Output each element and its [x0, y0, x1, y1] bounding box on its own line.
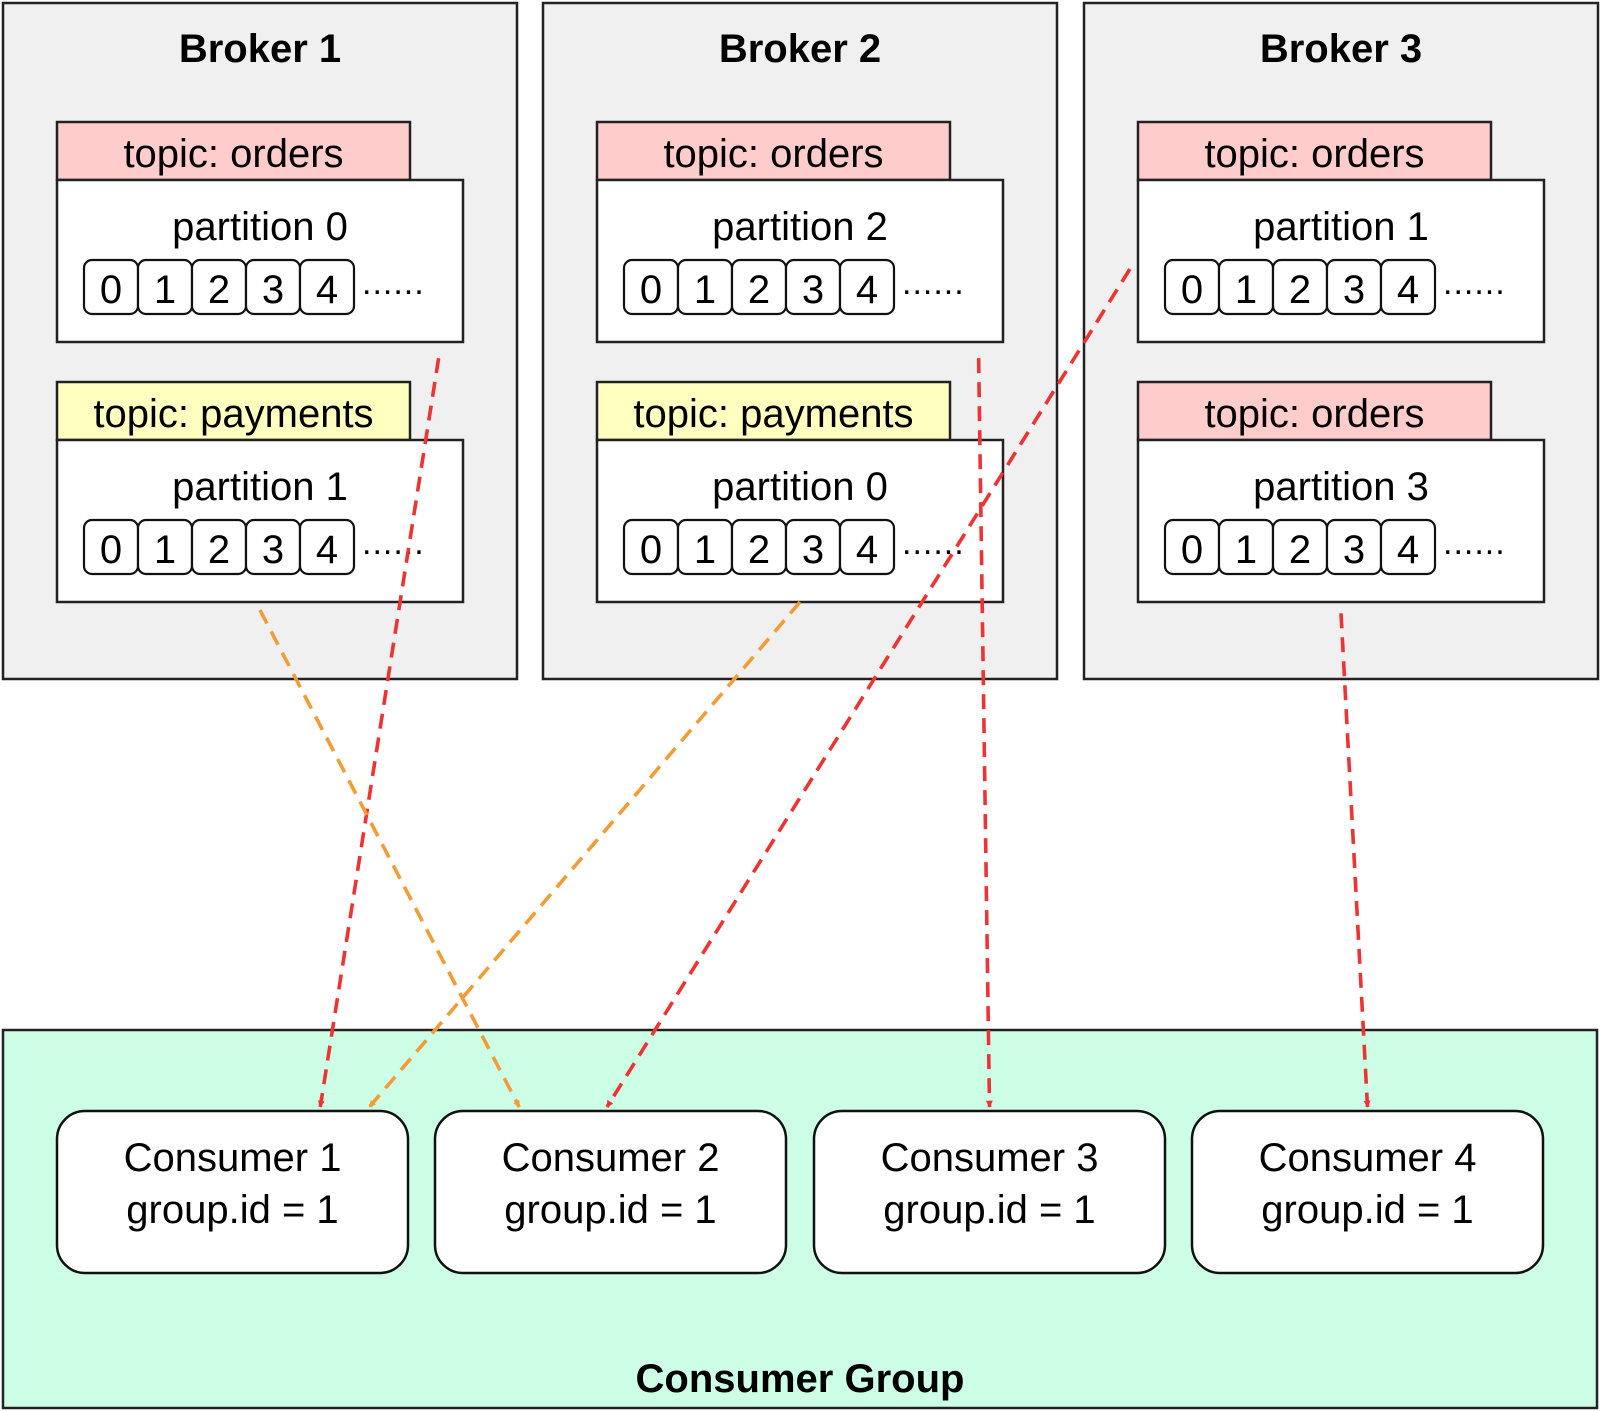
offset-ellipsis: ...... [1443, 524, 1506, 562]
offset-value: 2 [208, 528, 230, 572]
offset-cell [1379, 518, 1437, 576]
broker-title: Broker 3 [1260, 27, 1422, 71]
offset-value: 1 [154, 268, 176, 312]
partition-label: partition 1 [1253, 205, 1429, 249]
offset-value: 2 [1289, 528, 1311, 572]
topic-label: topic: payments [93, 392, 373, 436]
offset-cell [1379, 258, 1437, 316]
assignment-arrow-orders [605, 268, 1132, 1108]
offset-value: 4 [316, 268, 338, 312]
consumer-2: Consumer 2 group.id = 1 [433, 1109, 788, 1275]
assignment-arrow-orders [1339, 613, 1371, 1108]
consumer-box [55, 1109, 410, 1275]
offset-value: 3 [262, 528, 284, 572]
partition-label: partition 2 [712, 205, 888, 249]
offset-value: 4 [1397, 268, 1419, 312]
topic-tab-payments [55, 380, 412, 442]
offset-ellipsis: ...... [362, 524, 425, 562]
offset-value: 3 [1343, 268, 1365, 312]
assignment-arrow-payments [258, 609, 521, 1108]
topic-tab-orders [1136, 380, 1493, 442]
offset-value: 2 [748, 528, 770, 572]
offset-ellipsis: ...... [902, 524, 965, 562]
offset-cell [298, 518, 356, 576]
offset-ellipsis: ...... [1443, 264, 1506, 302]
partition-label: partition 3 [1253, 465, 1429, 509]
topic-label: topic: payments [633, 392, 913, 436]
offset-value: 4 [856, 268, 878, 312]
assignment-arrow-payments [368, 600, 802, 1109]
offset-value: 1 [694, 528, 716, 572]
offset-value: 0 [1181, 268, 1203, 312]
topic-label: topic: orders [663, 132, 883, 176]
offset-value: 3 [262, 268, 284, 312]
offset-cell [838, 518, 896, 576]
consumer-group-title: Consumer Group [636, 1357, 965, 1401]
offset-cell [298, 258, 356, 316]
offset-value: 1 [1235, 268, 1257, 312]
assignment-arrow-orders [317, 357, 441, 1108]
offset-value: 3 [1343, 528, 1365, 572]
offset-value: 4 [856, 528, 878, 572]
consumer-group-id: group.id = 1 [883, 1188, 1095, 1232]
topic-label: topic: orders [1204, 132, 1424, 176]
offset-value: 1 [694, 268, 716, 312]
consumer-name: Consumer 3 [881, 1136, 1099, 1180]
offset-value: 0 [100, 268, 122, 312]
offset-value: 2 [1289, 268, 1311, 312]
partition-label: partition 0 [172, 205, 348, 249]
offset-value: 0 [640, 528, 662, 572]
topic-tab-orders [55, 120, 412, 182]
consumer-name: Consumer 2 [502, 1136, 720, 1180]
consumer-group-id: group.id = 1 [1261, 1188, 1473, 1232]
partition-label: partition 1 [172, 465, 348, 509]
offset-ellipsis: ...... [902, 264, 965, 302]
offset-value: 0 [640, 268, 662, 312]
partition-label: partition 0 [712, 465, 888, 509]
offset-value: 4 [1397, 528, 1419, 572]
offset-value: 4 [316, 528, 338, 572]
topic-tab-payments [595, 380, 952, 442]
topic-label: topic: orders [1204, 392, 1424, 436]
offset-cell [838, 258, 896, 316]
consumer-box [433, 1109, 788, 1275]
consumer-group-id: group.id = 1 [504, 1188, 716, 1232]
offset-value: 3 [802, 268, 824, 312]
offset-value: 2 [208, 268, 230, 312]
offset-value: 0 [100, 528, 122, 572]
assignment-arrows-layer [258, 268, 1371, 1109]
consumer-box [1190, 1109, 1545, 1275]
consumer-group-id: group.id = 1 [126, 1188, 338, 1232]
consumer-name: Consumer 1 [124, 1136, 342, 1180]
consumer-3: Consumer 3 group.id = 1 [812, 1109, 1167, 1275]
offset-ellipsis: ...... [362, 264, 425, 302]
consumer-box [812, 1109, 1167, 1275]
offset-value: 0 [1181, 528, 1203, 572]
assignment-arrow-orders [976, 358, 993, 1108]
offset-value: 2 [748, 268, 770, 312]
topic-label: topic: orders [123, 132, 343, 176]
consumer-4: Consumer 4 group.id = 1 [1190, 1109, 1545, 1275]
broker-title: Broker 2 [719, 27, 881, 71]
offset-value: 1 [154, 528, 176, 572]
broker-title: Broker 1 [179, 27, 341, 71]
consumer-1: Consumer 1 group.id = 1 [55, 1109, 410, 1275]
offset-value: 1 [1235, 528, 1257, 572]
offset-value: 3 [802, 528, 824, 572]
consumer-name: Consumer 4 [1259, 1136, 1477, 1180]
